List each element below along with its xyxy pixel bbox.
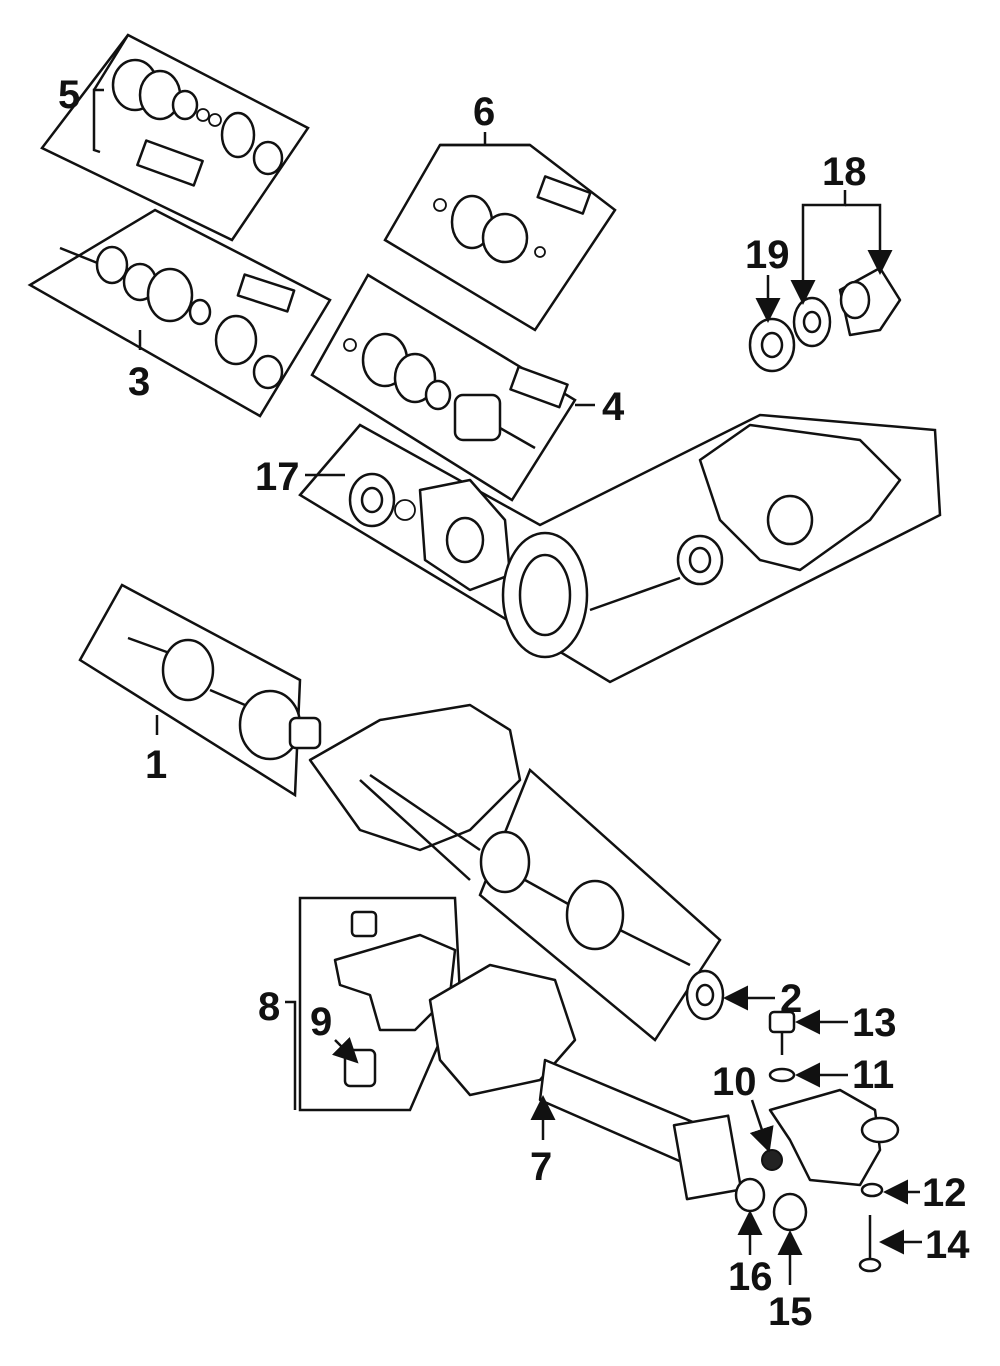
callout-5[interactable]: 5	[58, 73, 80, 117]
group-mount-8[interactable]	[298, 896, 462, 1112]
group-cv-joint-3[interactable]	[27, 208, 332, 418]
callout-17[interactable]: 17	[255, 455, 300, 499]
callout-18[interactable]: 18	[822, 150, 867, 194]
group-axle-shaft-1[interactable]	[78, 583, 322, 798]
callout-11[interactable]: 11	[852, 1053, 894, 1097]
group-inner-joint-4[interactable]	[310, 273, 577, 502]
group-boot-kit-6[interactable]	[383, 143, 617, 332]
leader-lines	[92, 34, 922, 1285]
callout-15[interactable]: 15	[768, 1290, 813, 1334]
callouts: 5 6 3 4 18 19 17 1 2 8 9 7 10 11 13 12 1…	[58, 73, 970, 1334]
callout-9[interactable]: 9	[310, 1000, 332, 1044]
callout-2[interactable]: 2	[780, 977, 802, 1021]
callout-19[interactable]: 19	[745, 233, 790, 277]
callout-8[interactable]: 8	[258, 985, 280, 1029]
callout-3[interactable]: 3	[128, 360, 150, 404]
callout-4[interactable]: 4	[602, 385, 625, 429]
callout-1[interactable]: 1	[145, 743, 167, 787]
group-boot-kit-5[interactable]	[40, 33, 310, 242]
callout-7[interactable]: 7	[530, 1145, 552, 1189]
callout-13[interactable]: 13	[852, 1001, 897, 1045]
callout-6[interactable]: 6	[473, 90, 495, 134]
group-axle-tube-7[interactable]	[428, 963, 743, 1201]
axle-housing-center[interactable]	[308, 703, 522, 881]
callout-16[interactable]: 16	[728, 1255, 773, 1299]
group-axle-shaft-2[interactable]	[369, 767, 725, 1042]
callout-14[interactable]: 14	[925, 1223, 970, 1267]
group-pinion-18-19[interactable]	[748, 266, 902, 373]
callout-10[interactable]: 10	[712, 1060, 757, 1104]
group-differential-17[interactable]	[298, 413, 942, 684]
group-bracket-hardware[interactable]	[734, 1010, 900, 1273]
callout-12[interactable]: 12	[922, 1171, 967, 1215]
